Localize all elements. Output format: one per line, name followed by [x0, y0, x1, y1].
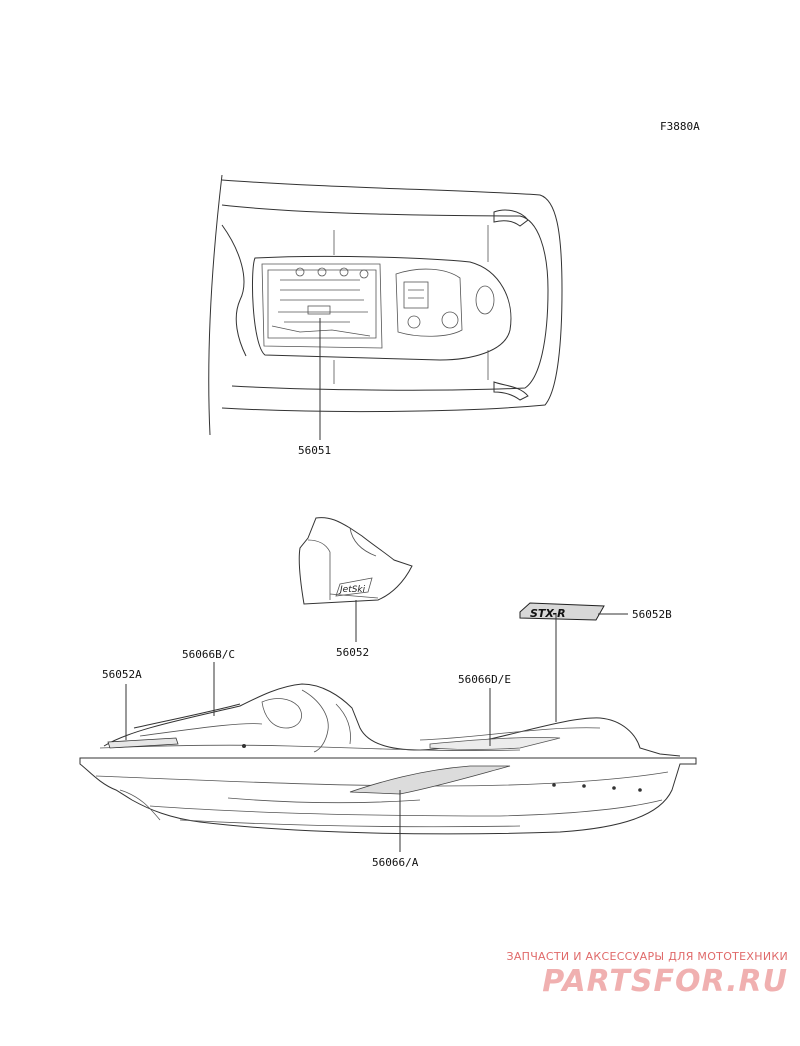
- side-cover-part: JetSki 56052: [298, 517, 413, 659]
- deck-top-view: 56051: [208, 174, 563, 457]
- jetski-logo-decal: JetSki: [338, 585, 366, 595]
- callout-56051: 56051: [298, 444, 331, 457]
- watermark-tagline: ЗАПЧАСТИ И АКСЕССУАРЫ ДЛЯ МОТОТЕХНИКИ: [506, 950, 788, 963]
- figure-code: F3880A: [660, 120, 700, 133]
- callout-56066d-e: 56066D/E: [458, 673, 511, 686]
- callout-56052a: 56052A: [102, 668, 142, 681]
- callout-56052: 56052: [336, 646, 369, 659]
- watercraft-side-view: 56052A 56066B/C 56066D/E 56066/A: [79, 614, 697, 869]
- callout-56066b-c: 56066B/C: [182, 648, 235, 661]
- callout-56052b: 56052B: [632, 608, 672, 621]
- stx-r-logo-decal: STX-R: [530, 607, 566, 620]
- watermark-logo: PARTSFOR.RU: [542, 964, 788, 999]
- decal-56052b: STX-R 56052B: [519, 602, 672, 621]
- callout-56066-a: 56066/A: [372, 856, 419, 869]
